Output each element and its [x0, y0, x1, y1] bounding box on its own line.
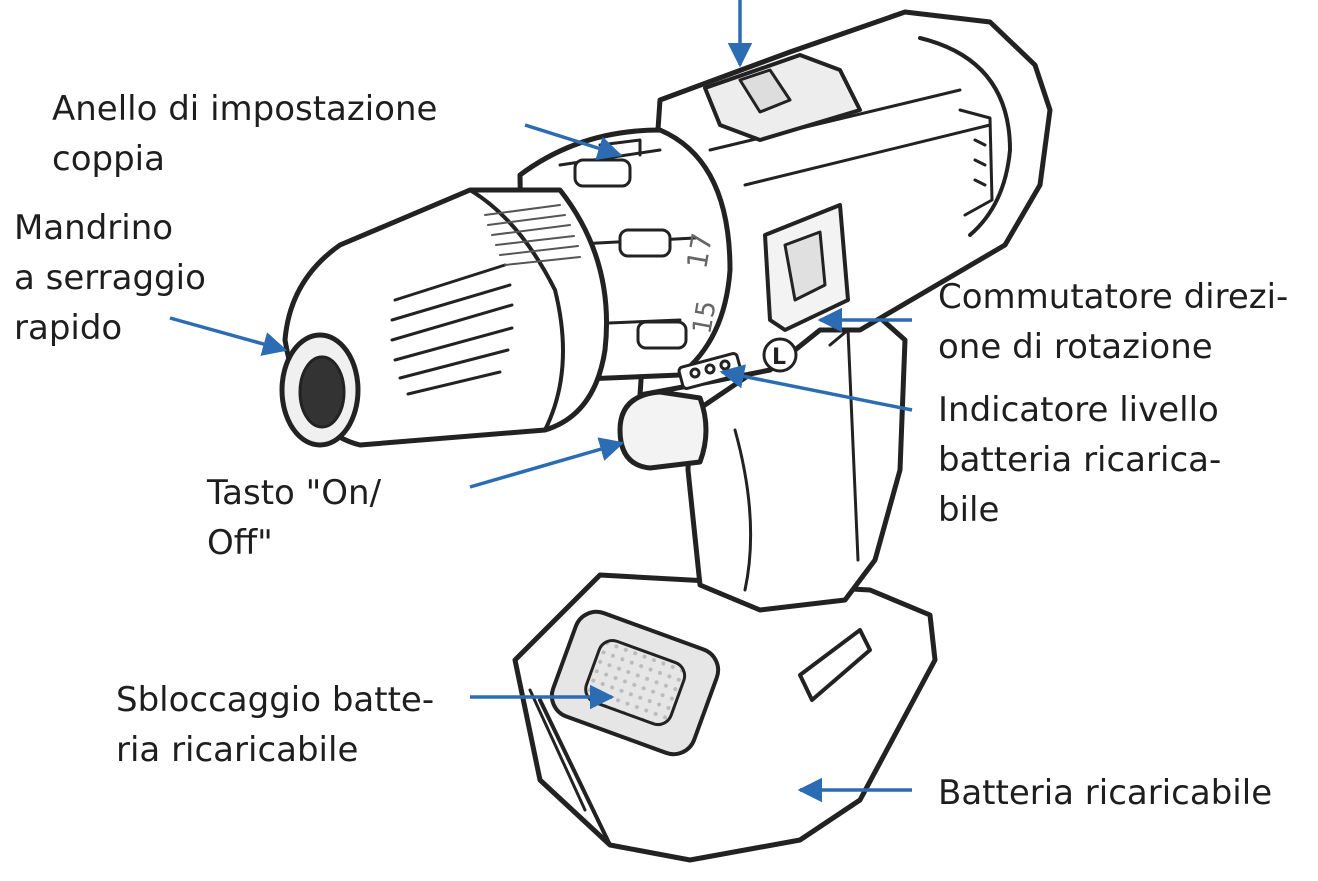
label-on-off: Tasto "On/ Off"	[207, 468, 381, 568]
label-chuck: Mandrino a serraggio rapido	[14, 203, 206, 353]
label-battery: Batteria ricaricabile	[938, 768, 1272, 818]
label-torque-ring: Anello di impostazione coppia	[52, 84, 437, 184]
label-line: coppia	[52, 134, 437, 184]
label-line: rapido	[14, 303, 206, 353]
label-line: batteria ricarica-	[938, 435, 1221, 485]
dial-number-17: 17	[680, 230, 719, 271]
label-line: Tasto "On/	[207, 468, 381, 518]
label-line: one di rotazione	[938, 322, 1288, 372]
label-line: bile	[938, 485, 1221, 535]
label-line: ria ricaricabile	[116, 725, 434, 775]
label-battery-release: Sbloccaggio batte- ria ricaricabile	[116, 675, 434, 775]
label-line: Mandrino	[14, 203, 206, 253]
direction-letter: L	[772, 345, 786, 370]
label-line: Off"	[207, 518, 381, 568]
label-line: Batteria ricaricabile	[938, 768, 1272, 818]
label-line: Commutatore direzi-	[938, 272, 1288, 322]
label-line: Anello di impostazione	[52, 84, 437, 134]
label-line: Indicatore livello	[938, 385, 1221, 435]
on-off-trigger	[620, 392, 706, 468]
arrow-on-off	[470, 443, 622, 487]
dial-number-15: 15	[687, 298, 722, 336]
label-battery-indicator: Indicatore livello batteria ricarica- bi…	[938, 385, 1221, 535]
label-line: Sbloccaggio batte-	[116, 675, 434, 725]
label-line: a serraggio	[14, 253, 206, 303]
label-direction-switch: Commutatore direzi- one di rotazione	[938, 272, 1288, 372]
